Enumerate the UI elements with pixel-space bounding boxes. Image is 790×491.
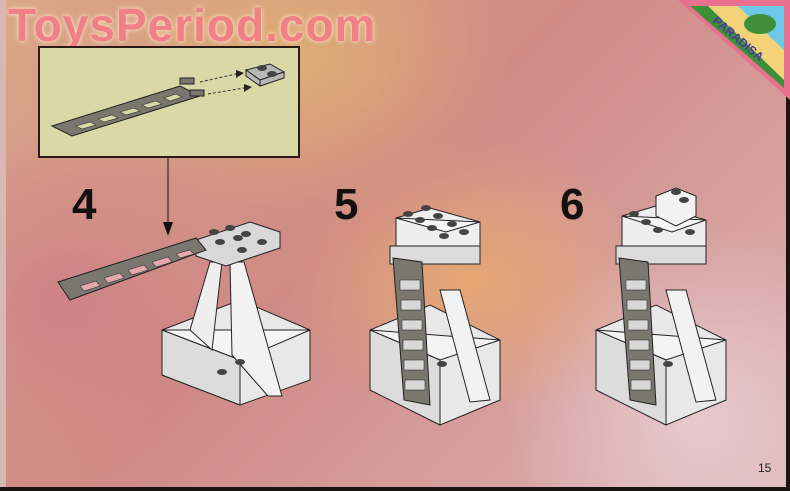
- page-edge-bottom: [0, 487, 790, 491]
- page-edge-right: [786, 0, 790, 491]
- callout-box: [38, 46, 300, 158]
- step-number-4: 4: [72, 180, 97, 229]
- step-number-5: 5: [334, 180, 359, 229]
- paradisa-logo-icon: PARADISA: [678, 0, 790, 100]
- page-number: 15: [758, 461, 772, 475]
- ladder-sub-assembly-icon: [50, 63, 286, 137]
- page-edge: [0, 0, 6, 491]
- step-number-6: 6: [560, 180, 585, 229]
- watermark: ToysPeriod.com: [8, 0, 377, 51]
